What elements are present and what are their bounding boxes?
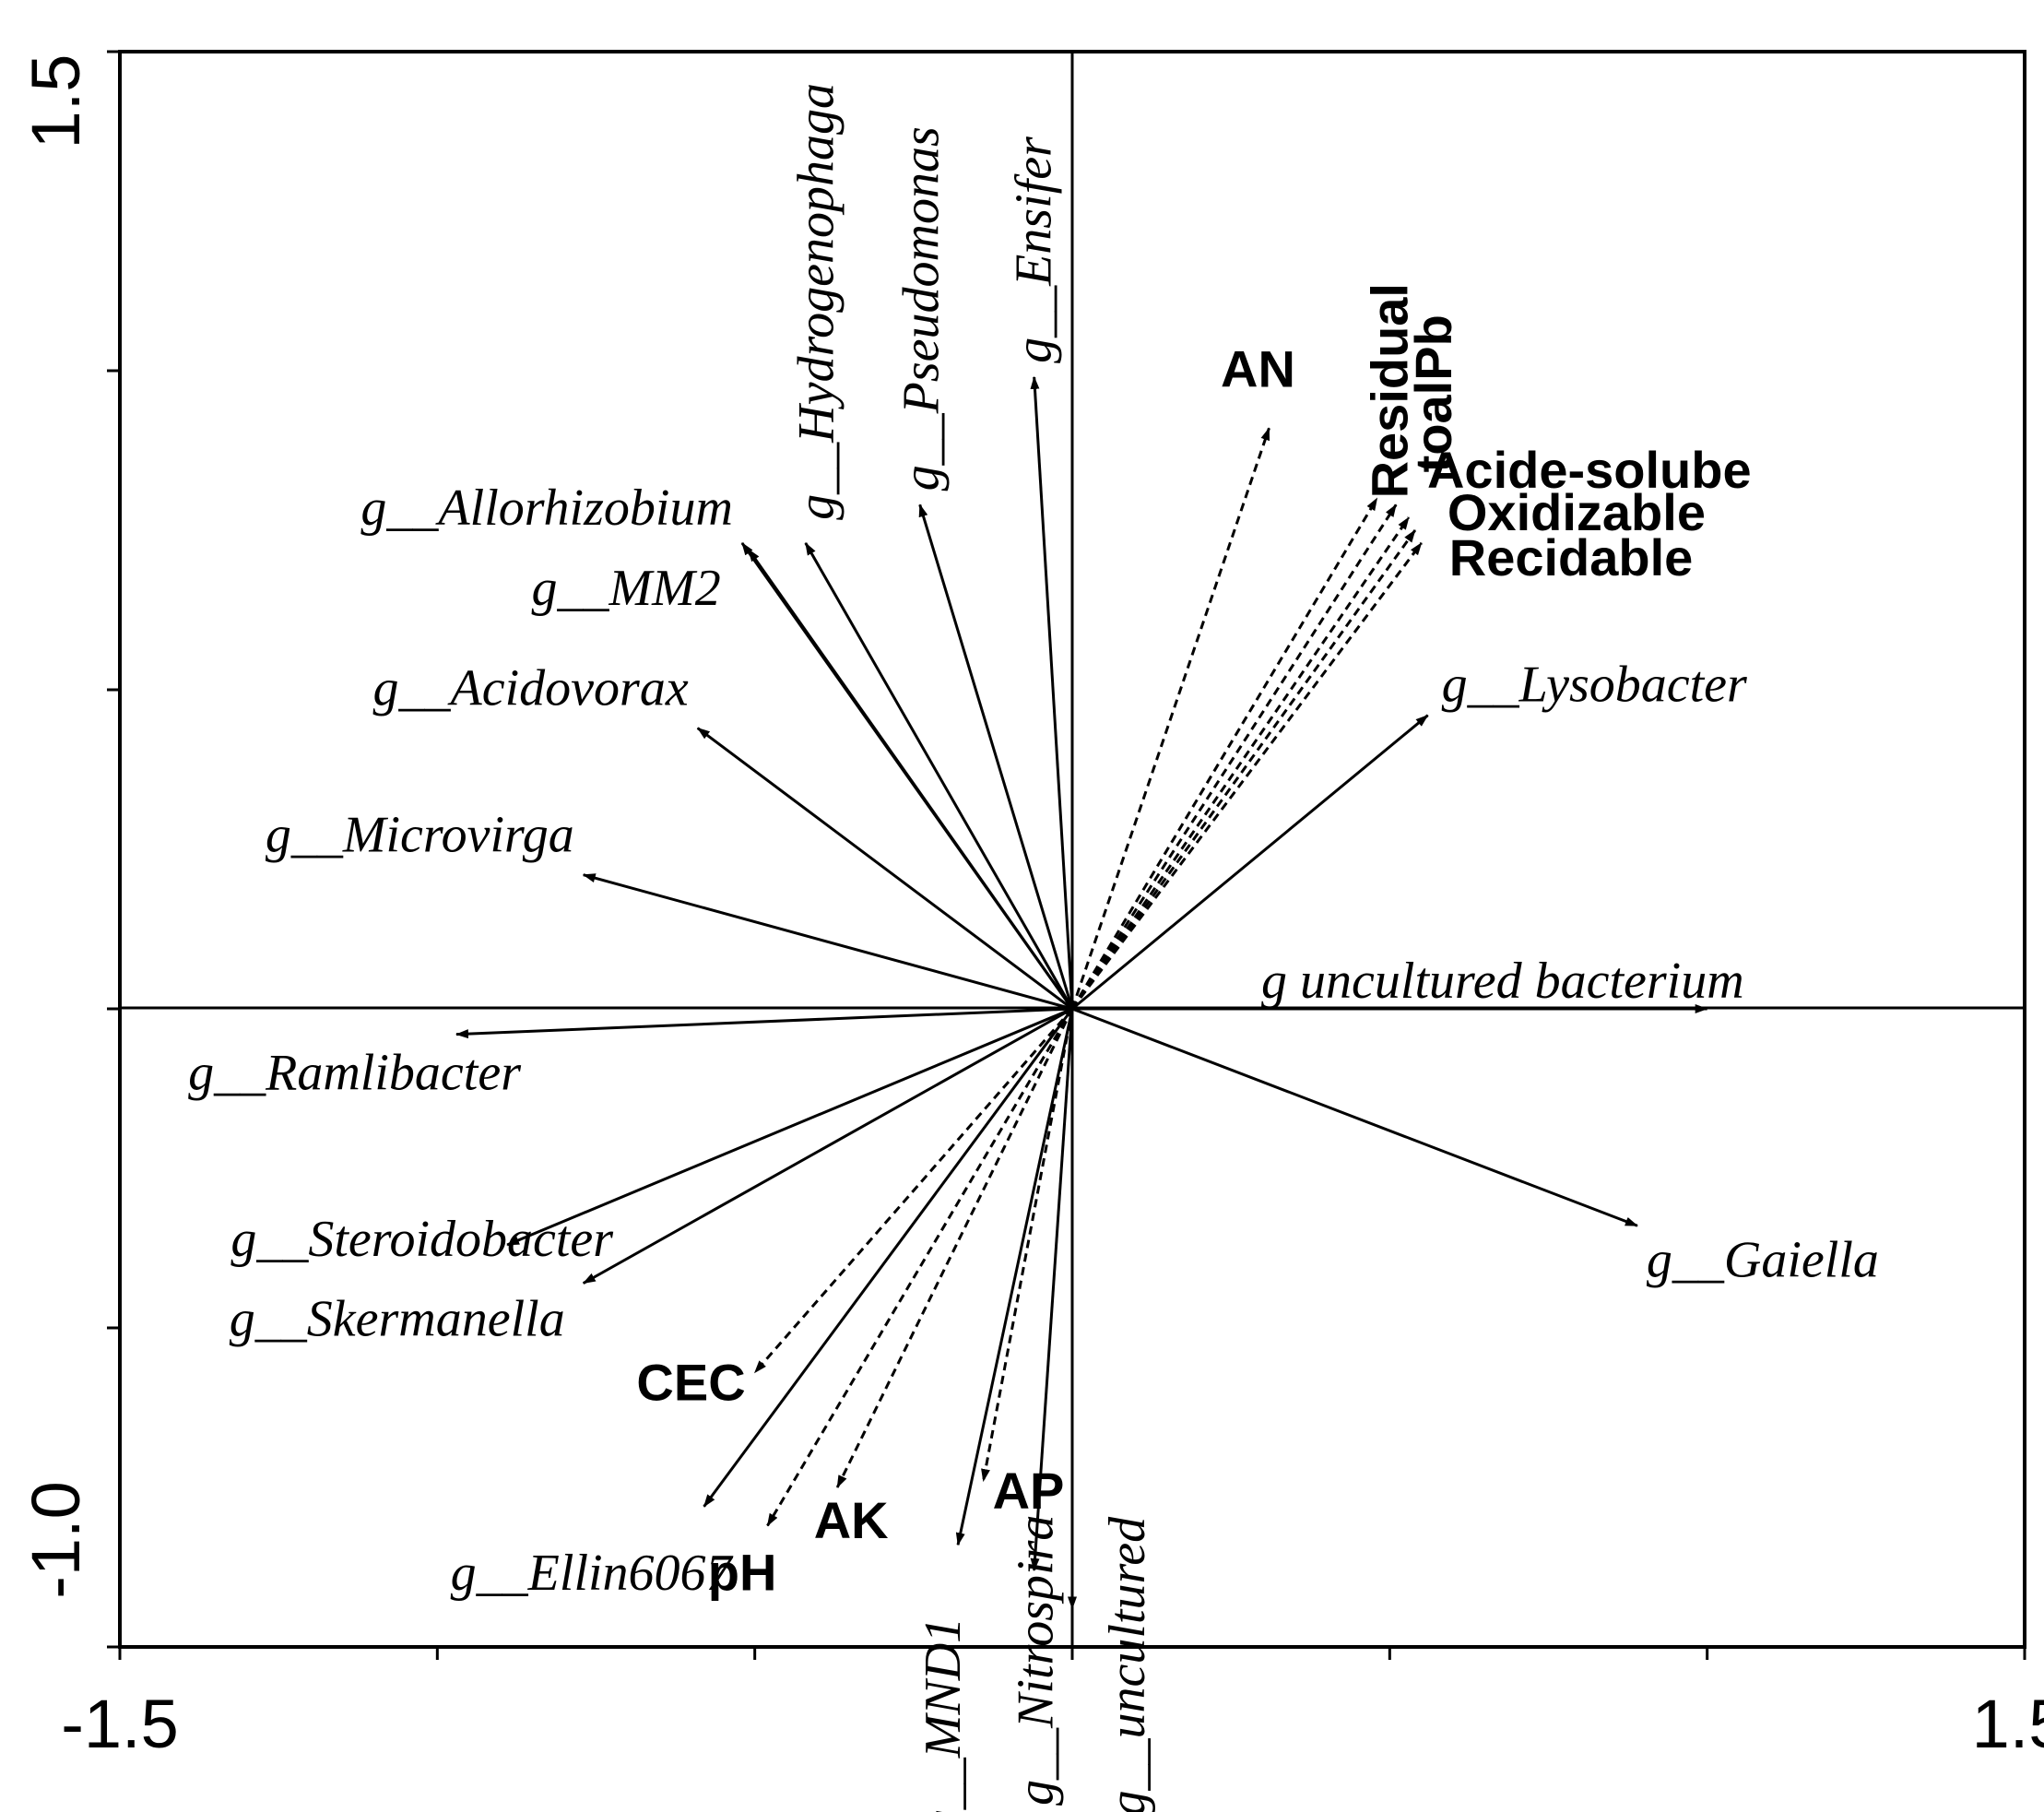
species-arrow-g-ramlibacter <box>455 1007 1073 1039</box>
species-label-g-nitrospira: g__Nitrospira <box>1008 1515 1065 1806</box>
species-arrow-g-mm2 <box>747 548 1074 1010</box>
species-label-g-pseudomonas: g__Pseudomonas <box>893 126 951 491</box>
env-label-an: AN <box>1221 339 1295 397</box>
species-arrow-g-lysobacter <box>1071 714 1429 1011</box>
species-label-g-uncultured: g__uncultured <box>1099 1516 1156 1812</box>
species-arrow-g-microvirga <box>582 873 1073 1011</box>
species-label-g-allorhizobium: g__Allorhizobium <box>360 480 732 537</box>
env-arrow-an <box>1070 427 1270 1010</box>
env-label-ak: AK <box>814 1491 889 1549</box>
species-label-g-ellin6067: g__Ellin6067 <box>451 1545 734 1602</box>
env-label-recidable: Recidable <box>1449 528 1694 586</box>
species-arrow-g-acidovorax <box>696 727 1073 1011</box>
y-axis-ticks <box>107 50 120 1649</box>
species-label-g-skermanella: g__Skermanella <box>230 1291 565 1348</box>
species-arrow-g-skermanella <box>582 1007 1073 1285</box>
y-tick-label-max: 1.5 <box>18 54 94 149</box>
env-label-cec: CEC <box>636 1353 745 1411</box>
env-arrow-ak <box>835 1008 1074 1488</box>
species-arrow-g-gaiella <box>1071 1007 1638 1227</box>
species-label-g-microvirga: g__Microvirga <box>266 807 574 864</box>
env-arrow-ph <box>766 1008 1074 1527</box>
species-label-g-ramlibacter: g__Ramlibacter <box>188 1045 521 1102</box>
species-label-g-steroidobacter: g__Steroidobacter <box>230 1211 613 1268</box>
env-arrow-acide-solube <box>1070 516 1411 1010</box>
env-label-ap: AP <box>993 1462 1065 1520</box>
env-arrow-ap <box>981 1008 1074 1483</box>
x-tick-label-max: 1.5 <box>1972 1686 2044 1762</box>
species-arrow-g-hydrogenophaga <box>804 541 1074 1010</box>
y-tick-label-min: -1.0 <box>18 1481 94 1599</box>
x-tick-label-min: -1.5 <box>61 1686 179 1762</box>
species-arrow-g-pseudomonas <box>918 503 1074 1010</box>
env-label-acide-solube: Acide-solube <box>1427 441 1752 499</box>
species-arrow-g-ensifer <box>1030 375 1074 1010</box>
env-label-residual: Residual <box>1361 283 1419 498</box>
env-arrow-residual <box>1070 497 1378 1010</box>
species-label-g-uncultured-bacterium: g uncultured bacterium <box>1261 953 1744 1010</box>
species-label-g-hydrogenophaga: g__Hydrogenophaga <box>788 83 845 520</box>
env-label-ph: pH <box>708 1544 777 1602</box>
species-arrow-g-ellin6067 <box>703 1008 1074 1508</box>
env-arrow-cec <box>753 1008 1074 1374</box>
species-label-g-gaiella: g__Gaiella <box>1647 1231 1879 1288</box>
env-label-toalpb: toalPb <box>1404 314 1462 472</box>
env-arrow-recidable <box>1070 541 1423 1010</box>
species-label-g-lysobacter: g__Lysobacter <box>1442 657 1747 714</box>
env-arrow-toalpb <box>1070 503 1398 1010</box>
species-label-g-mm2: g__MM2 <box>531 560 720 617</box>
species-arrow-g-nitrospira <box>1030 1008 1074 1571</box>
species-label-g-acidovorax: g__Acidovorax <box>373 660 689 717</box>
species-label-g-ensifer: g__Ensifer <box>1006 136 1063 363</box>
species-arrow-g-steroidobacter <box>506 1007 1073 1247</box>
env-arrow-oxidizable <box>1070 529 1417 1010</box>
env-label-oxidizable: Oxidizable <box>1447 483 1706 541</box>
vector-arrows <box>455 375 1708 1610</box>
species-arrow-g-mnd1 <box>955 1008 1074 1546</box>
vector-labels: g__Hydrogenophaga g__Pseudomonas g__Ensife… <box>188 83 1879 1812</box>
species-label-g-mnd1: g__MND1 <box>915 1617 972 1812</box>
x-axis-ticks <box>118 1647 2026 1660</box>
